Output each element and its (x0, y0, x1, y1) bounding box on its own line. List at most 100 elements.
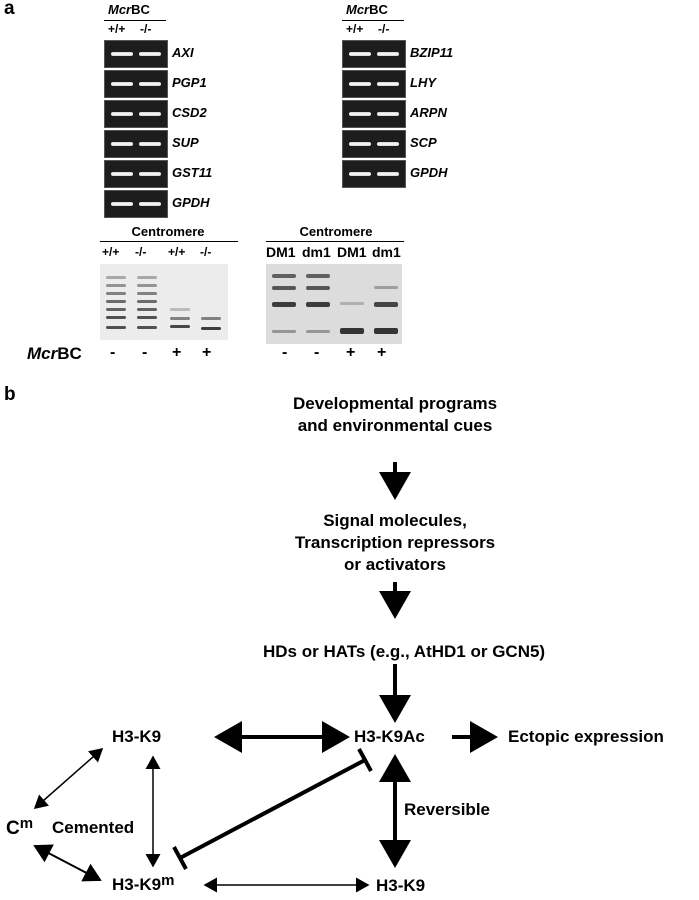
left-mcrbc-header-text: McrBC (108, 2, 150, 17)
gel-band (137, 316, 157, 319)
gel-band (106, 300, 126, 303)
gel-band (272, 302, 296, 307)
mcrbc-sign-right-2: - (314, 344, 320, 361)
left-genotype-plus: +/+ (108, 22, 126, 36)
right-gene-label: ARPN (410, 105, 447, 120)
gel-band (272, 286, 296, 290)
gel-band (137, 276, 157, 279)
centromere-left-lane-1: +/+ (102, 245, 120, 259)
gel-band (170, 308, 190, 311)
gel-band (377, 52, 399, 56)
node-h3k9-top: H3-K9 (112, 727, 162, 746)
right-gene-label: SCP (410, 135, 437, 150)
node-h3k9ac: H3-K9Ac (354, 727, 425, 746)
centromere-left-lane-3: +/+ (168, 245, 186, 259)
gel-band (377, 112, 399, 116)
gel-band (201, 327, 221, 330)
gel-band (106, 326, 126, 329)
right-gel-strip (342, 130, 406, 158)
gel-band (139, 52, 161, 56)
gel-band (111, 112, 133, 116)
gel-band (349, 82, 371, 86)
gel-band (349, 142, 371, 146)
gel-band (340, 302, 364, 305)
node-hd: HDs or HATs (e.g., AtHD1 or GCN5) (263, 642, 546, 661)
panel-a-label: a (4, 0, 15, 19)
gel-band (139, 112, 161, 116)
centromere-left-lane-2: -/- (135, 245, 147, 259)
mcrbc-sign-right-1: - (282, 344, 288, 361)
right-gel-strip (342, 100, 406, 128)
gel-band (170, 317, 190, 320)
gel-band (111, 172, 133, 176)
left-gene-label: CSD2 (172, 105, 207, 120)
left-gel-strip (104, 100, 168, 128)
centromere-right-lane-4: dm1 (372, 244, 401, 260)
node-signal-line-2: Transcription repressors (294, 533, 496, 552)
left-gene-label: SUP (172, 135, 199, 150)
inhibition-bar-top (357, 748, 373, 772)
right-gel-strip (342, 40, 406, 68)
gel-band (374, 302, 398, 307)
left-gene-label: AXI (172, 45, 194, 60)
right-genotype-plus: +/+ (346, 22, 364, 36)
gel-band (340, 328, 364, 334)
gel-band (374, 328, 398, 334)
left-gel-strip (104, 40, 168, 68)
gel-band (111, 52, 133, 56)
node-cemented: Cemented (52, 818, 135, 837)
centromere-left-title: Centromere (131, 224, 205, 239)
gel-band (137, 284, 157, 287)
node-dev-line-1: Developmental programs (292, 394, 498, 413)
panel-b-label: b (4, 384, 16, 405)
left-gel-strip (104, 130, 168, 158)
gel-band (306, 302, 330, 307)
gel-band (349, 52, 371, 56)
arrow-cm-h3k9m (33, 844, 102, 882)
centromere-right-lane-1: DM1 (266, 244, 296, 260)
gel-band (374, 286, 398, 289)
right-gene-label: LHY (410, 75, 436, 90)
gel-band (349, 172, 371, 176)
left-header-line (104, 20, 166, 21)
gel-band (137, 292, 157, 295)
gel-band (137, 308, 157, 311)
mcrbc-sign-left-4: + (202, 344, 212, 361)
gel-band (272, 274, 296, 278)
gel-band (272, 330, 296, 333)
gel-band (139, 172, 161, 176)
gel-band (106, 276, 126, 279)
right-genotype-minus: -/- (378, 22, 390, 36)
node-dev-line-2: and environmental cues (297, 416, 493, 435)
node-h3k9m: H3-K9m (112, 872, 174, 895)
mcrbc-row-label-text: McrBC (27, 344, 82, 363)
inhibition-bar-bottom (172, 846, 188, 870)
mcrbc-sign-right-4: + (377, 344, 387, 361)
left-gene-label: PGP1 (172, 75, 207, 90)
centromere-left-gel (100, 264, 228, 340)
gel-band (139, 82, 161, 86)
inhibition-h3k9ac-h3k9m (179, 758, 366, 860)
centromere-left-lane-4: -/- (200, 245, 212, 259)
gel-band (137, 326, 157, 329)
centromere-right-lane-3: DM1 (337, 244, 367, 260)
gel-band (106, 292, 126, 295)
gel-band (139, 202, 161, 206)
node-reversible: Reversible (404, 800, 490, 819)
node-h3k9m-base: H3-K9 (112, 875, 162, 894)
left-genotype-minus: -/- (140, 22, 152, 36)
left-gene-label: GST11 (172, 165, 213, 180)
node-h3k9m-sup: m (161, 872, 175, 889)
centromere-left-line (100, 241, 238, 242)
gel-band (306, 286, 330, 290)
gel-band (106, 316, 126, 319)
mcrbc-sign-right-3: + (346, 344, 356, 361)
gel-band (377, 82, 399, 86)
gel-band (139, 142, 161, 146)
gel-band (306, 330, 330, 333)
gel-band (306, 274, 330, 278)
gel-band (137, 300, 157, 303)
mcrbc-row-label: McrBC (27, 344, 82, 364)
left-gel-strip (104, 190, 168, 218)
gel-band (377, 172, 399, 176)
